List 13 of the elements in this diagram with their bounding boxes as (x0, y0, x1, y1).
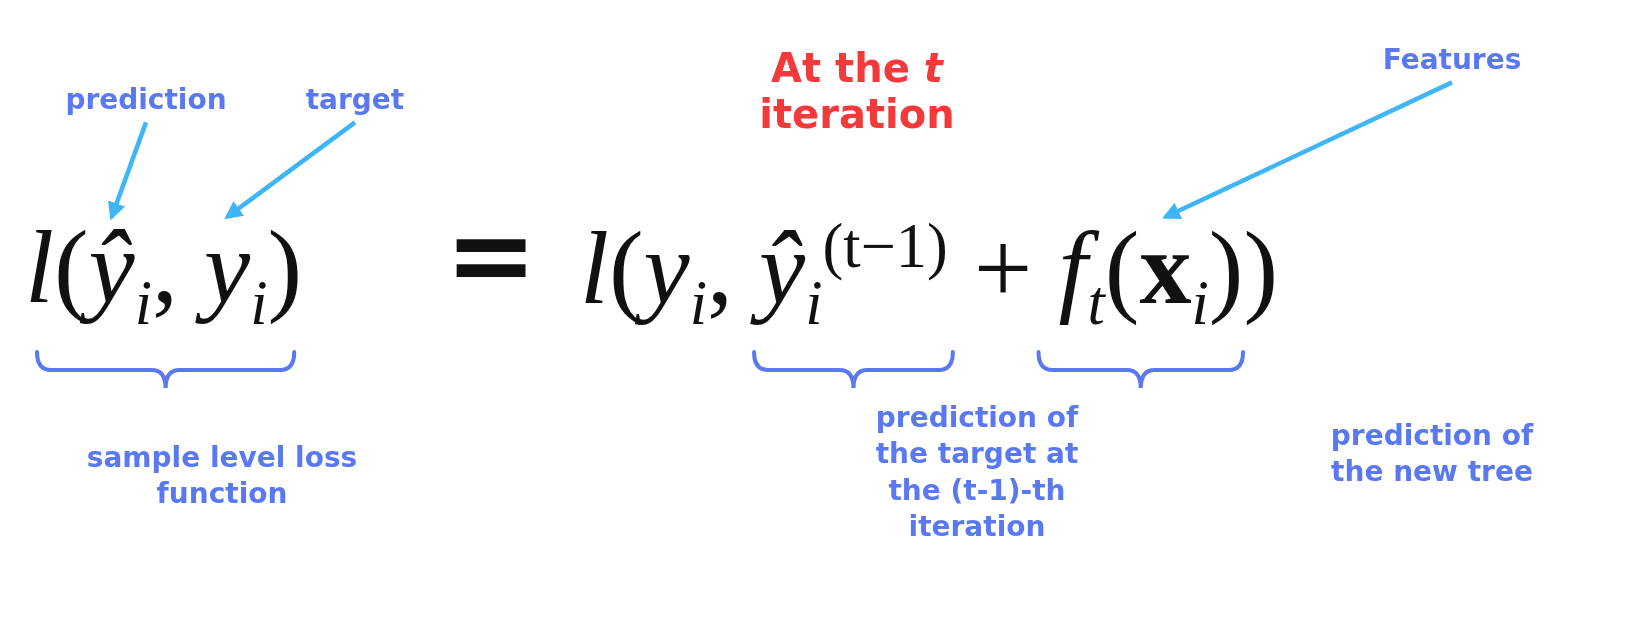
formula-text: l(ŷ$_{i}$, y$_{i}$) (25, 215, 303, 335)
annotation-label: target (305, 82, 405, 119)
annotation-label: Features (1382, 42, 1522, 79)
annotation-label: prediction (65, 82, 227, 119)
leader-arrow (224, 120, 357, 220)
formula-text: l(y$_{i}$, ŷ$_{i}$$^{(t−1)}$ + f$_{t}$(x$_{i}$)) (580, 215, 1278, 335)
brace-caption: sample level loss function (85, 440, 359, 513)
title-text: At the t iteration (758, 45, 956, 137)
equals-sign: = (445, 200, 538, 310)
leader-arrow (108, 121, 149, 221)
leader-arrow (1162, 80, 1453, 220)
brace-caption: prediction of the target at the (t-1)-th iteration (874, 400, 1080, 546)
brace-caption: prediction of the new tree (1329, 418, 1535, 491)
